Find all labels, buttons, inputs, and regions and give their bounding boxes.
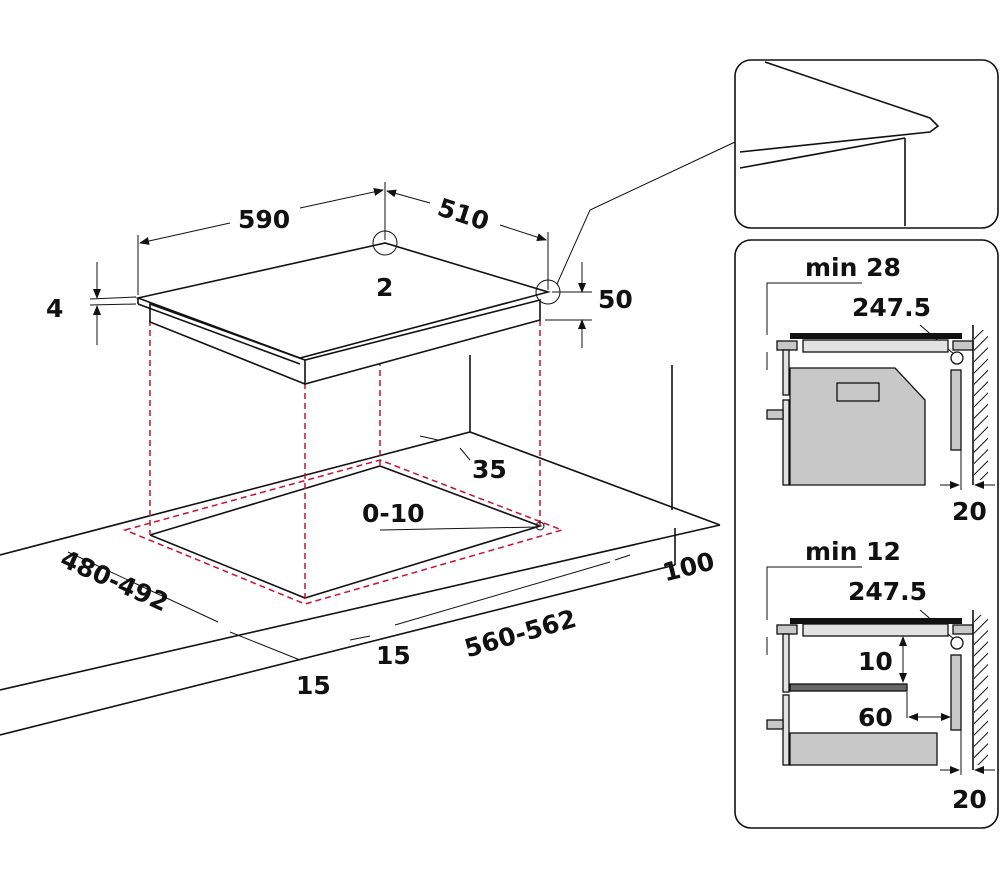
- height-label: 50: [598, 285, 633, 314]
- edge-detail-inset: [734, 59, 999, 229]
- drawer-dimension-label: 247.5: [848, 577, 927, 606]
- oven-min-label: min 28: [805, 253, 901, 282]
- cutout-radius-label: 0-10: [362, 499, 425, 528]
- oven-dimension-label: 247.5: [852, 293, 931, 322]
- oven-wall-gap-label: 20: [952, 497, 987, 526]
- depth-label: 510: [434, 193, 493, 237]
- front-clearance-label-2: 15: [376, 641, 411, 670]
- drawer-installation-section: min 12 247.5 10 60 20: [766, 537, 995, 814]
- drawer-horizontal-gap-label: 60: [858, 703, 893, 732]
- cutout-depth-label: 480-492: [56, 544, 173, 617]
- front-clearance-label: 15: [296, 671, 331, 700]
- cutout-width-label: 560-562: [461, 604, 579, 664]
- drawer-min-label: min 12: [805, 537, 901, 566]
- width-label: 590: [238, 205, 290, 234]
- drawer-wall-gap-label: 20: [952, 785, 987, 814]
- side-clearance-label: 100: [660, 547, 718, 588]
- hob: [135, 141, 736, 385]
- oven-installation-section: min 28 247.5 20: [766, 253, 995, 526]
- glass-thickness-label: 4: [46, 294, 63, 323]
- corner-radius-label: 2: [376, 273, 393, 302]
- drawer-vertical-gap-label: 10: [858, 647, 893, 676]
- countertop: [0, 355, 721, 736]
- rear-distance-label: 35: [472, 455, 507, 484]
- cutout: [122, 320, 565, 605]
